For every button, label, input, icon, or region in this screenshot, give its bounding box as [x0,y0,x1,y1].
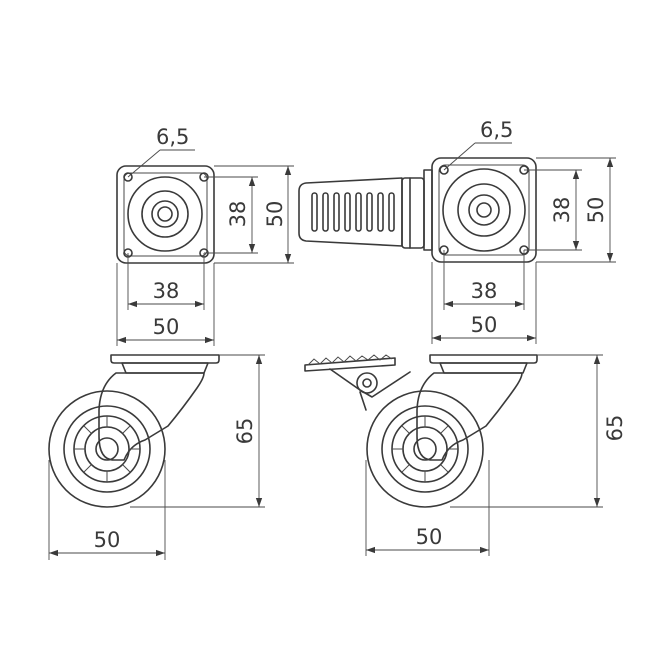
mount-hole [123,172,133,182]
dim-side-right-width: 50 [416,525,443,549]
caster-fork-right [416,372,523,461]
dimension-lines-top-right [431,142,616,344]
dim-side-left-height: 65 [233,418,257,445]
dim-top-left-horizontal-outer: 50 [153,315,180,339]
brake-pedal [298,177,403,247]
dim-top-right-hole: 6,5 [480,118,513,142]
dim-top-right-horizontal-outer: 50 [471,313,498,337]
dim-side-right-height: 65 [603,415,627,442]
wheel-spokes-right [392,416,458,482]
dim-side-left-width: 50 [94,528,121,552]
dim-top-left-horizontal-inner: 38 [153,279,180,303]
dimension-lines-top-left [116,149,294,346]
side-view-caster-left [48,354,220,508]
caster-fork [98,372,205,461]
dim-top-left-vertical-outer: 50 [263,201,287,228]
dim-top-right-vertical-outer: 50 [584,197,608,224]
side-view-caster-right [304,354,538,508]
dim-top-left-vertical-inner: 38 [226,201,250,228]
top-view-plate-left [116,165,215,264]
dim-top-right-vertical-inner: 38 [550,197,574,224]
dimension-lines-side-left [48,354,265,560]
dimension-lines-side-right [365,354,603,556]
caster-wheel [48,390,166,508]
caster-wheel-right [366,390,484,508]
top-view-plate-right [298,157,537,263]
dim-top-right-horizontal-inner: 38 [471,279,498,303]
wheel-spokes [74,416,140,482]
brake-pedal-side [304,357,396,372]
dim-top-left-hole: 6,5 [156,125,189,149]
mount-hole [439,165,449,175]
